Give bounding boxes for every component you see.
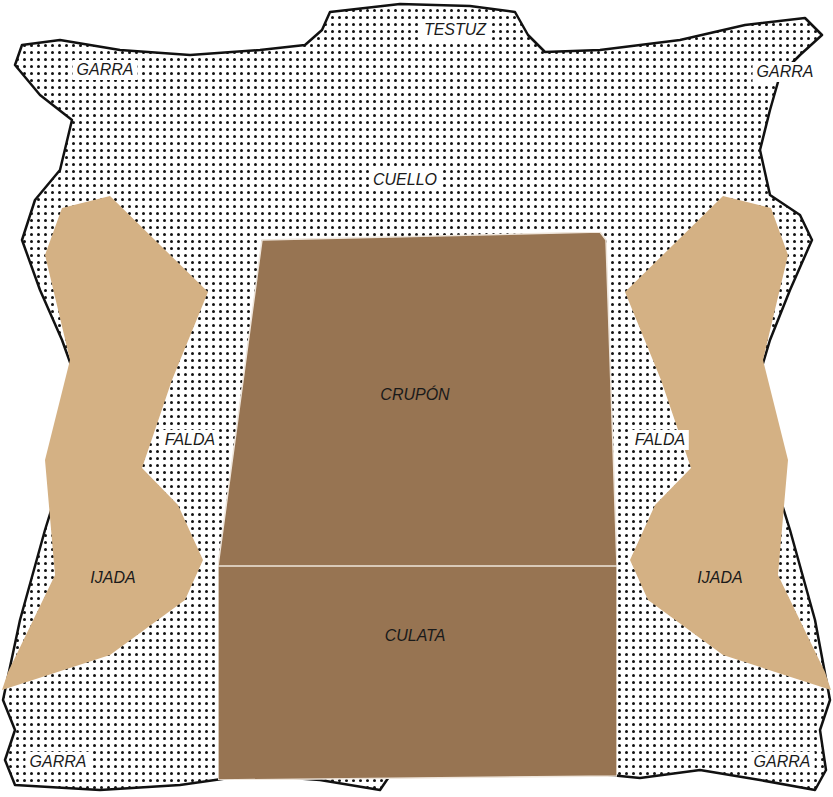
region-label: GARRA [753,62,818,82]
region-label: GARRA [73,60,138,80]
region-name: IJADA [90,569,135,587]
region-name: CULATA [385,627,446,645]
region-label: GARRA [26,752,91,772]
region-name: IJADA [697,569,742,587]
region-label: CUELLO [369,170,441,190]
region-label: TESTUZ [420,20,490,40]
region-label: GARRA [750,752,815,772]
hide-region: CULATA [218,566,617,780]
region-label: FALDA [161,430,219,450]
region-shape [218,566,617,780]
region-name: CRUPÓN [380,386,449,404]
hide-region: CRUPÓN [218,232,617,566]
region-label: FALDA [631,430,689,450]
